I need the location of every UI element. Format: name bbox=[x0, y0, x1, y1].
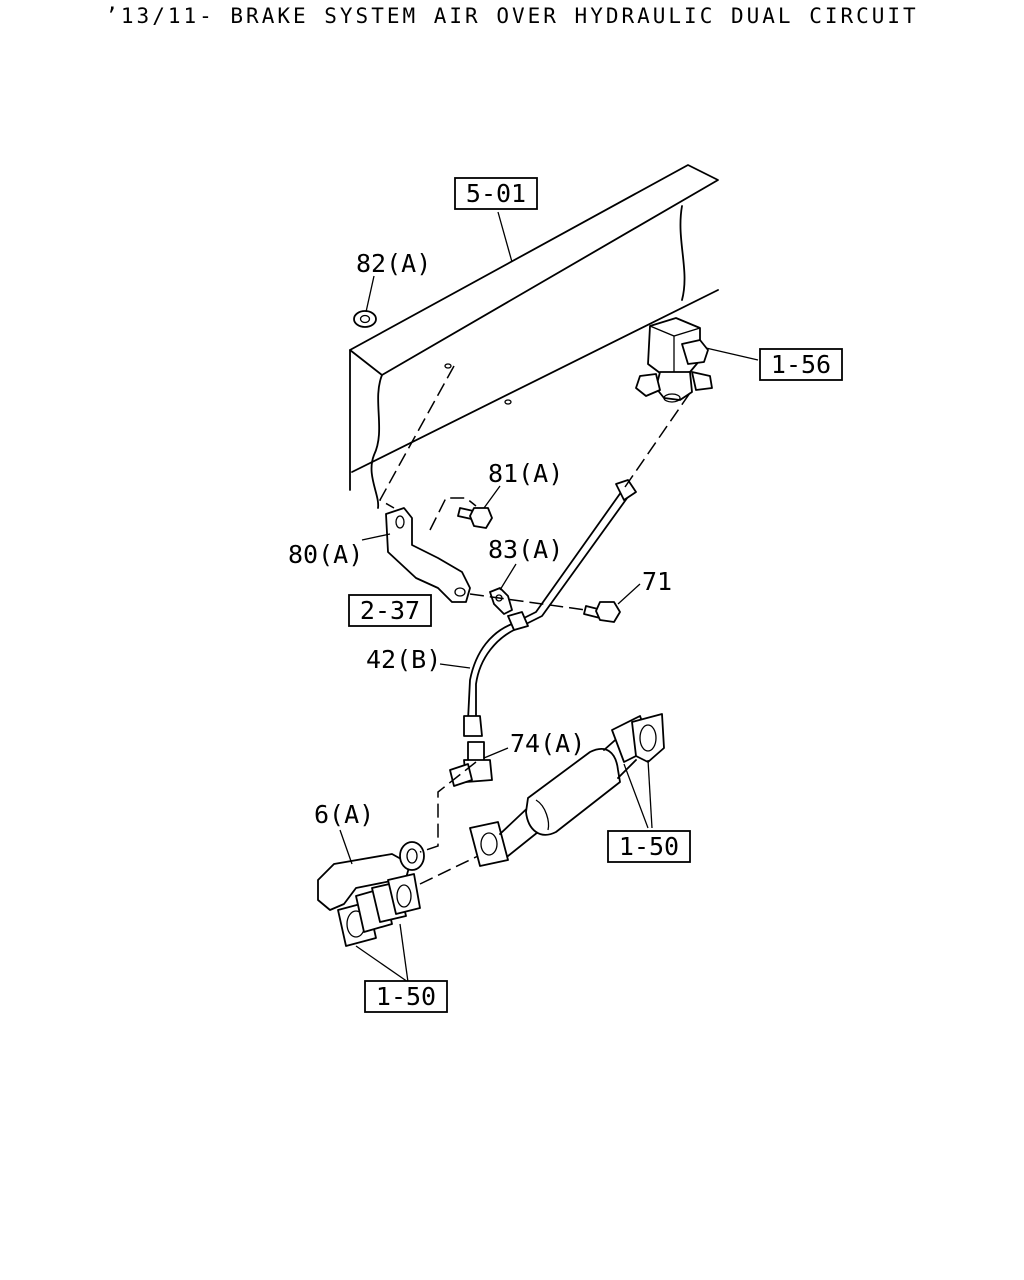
ref-box-1-56: 1-56 bbox=[759, 348, 843, 381]
valve-1-56 bbox=[635, 317, 713, 403]
bolt-81a bbox=[457, 507, 493, 529]
ref-box-5-01: 5-01 bbox=[454, 177, 538, 210]
bracket-80a bbox=[385, 507, 471, 603]
ref-label-1-50-left: 1-50 bbox=[376, 982, 436, 1011]
ref-box-1-50-left: 1-50 bbox=[364, 980, 448, 1013]
ref-label-2-37: 2-37 bbox=[360, 596, 420, 625]
diagram-title: ’13/11- BRAKE SYSTEM AIR OVER HYDRAULIC … bbox=[105, 4, 919, 28]
clip-83a bbox=[489, 587, 513, 615]
callout-42b: 42(B) bbox=[366, 645, 441, 674]
callout-83a: 83(A) bbox=[488, 535, 563, 564]
ref-box-2-37: 2-37 bbox=[348, 594, 432, 627]
callout-6a: 6(A) bbox=[314, 800, 374, 829]
ref-box-1-50-right: 1-50 bbox=[607, 830, 691, 863]
callout-80a: 80(A) bbox=[288, 540, 363, 569]
callout-71: 71 bbox=[642, 567, 672, 596]
muffler-assembly bbox=[469, 713, 665, 867]
callout-81a: 81(A) bbox=[488, 459, 563, 488]
ref-label-5-01: 5-01 bbox=[466, 179, 526, 208]
bolt-71 bbox=[583, 601, 621, 623]
pipe-42b bbox=[463, 479, 637, 737]
union-74a bbox=[449, 741, 493, 787]
callout-82a: 82(A) bbox=[356, 249, 431, 278]
nut-82a bbox=[353, 310, 377, 328]
leader-dashed bbox=[378, 365, 693, 885]
ref-label-1-50-right: 1-50 bbox=[619, 832, 679, 861]
callout-74a: 74(A) bbox=[510, 729, 585, 758]
ref-label-1-56: 1-56 bbox=[771, 350, 831, 379]
gasket-set-left bbox=[337, 873, 421, 947]
leader-solid bbox=[339, 211, 759, 983]
exhaust-elbow-6a bbox=[317, 841, 425, 911]
